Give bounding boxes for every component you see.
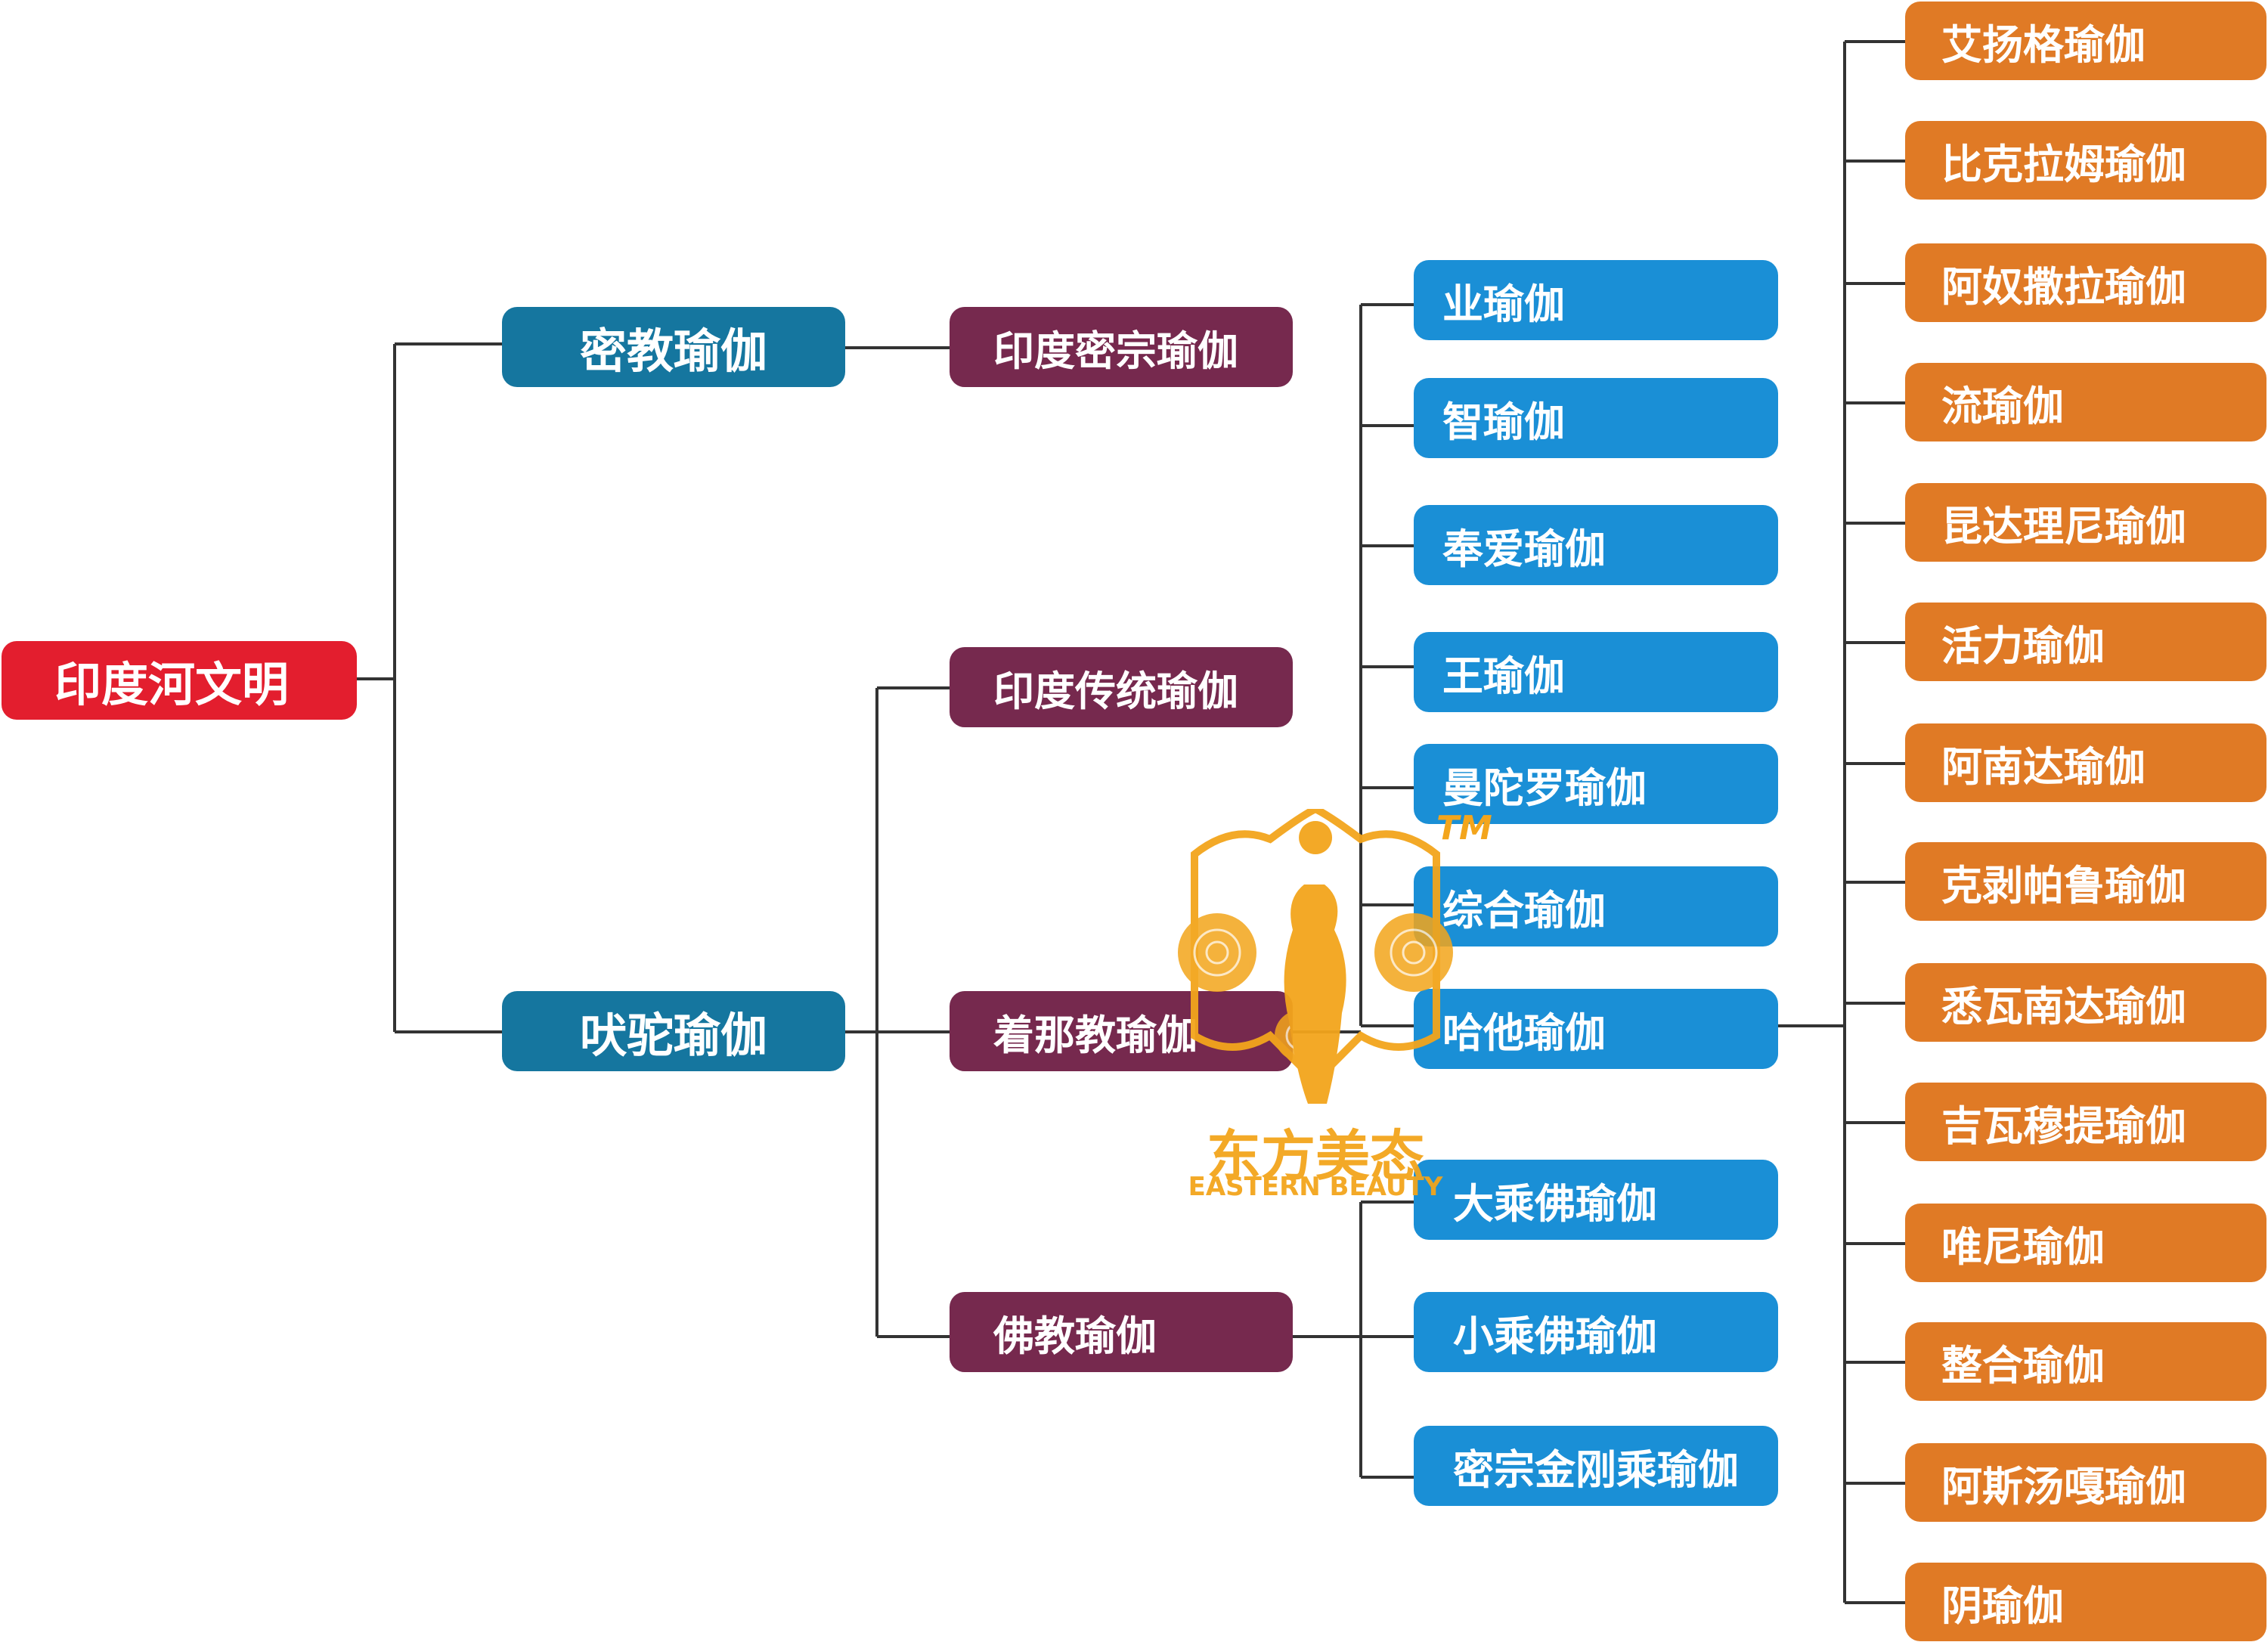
node-viniyoga: 唯尼瑜伽: [1905, 1204, 2266, 1282]
node-ananda-yoga: 阿南达瑜伽: [1905, 723, 2266, 802]
node-iyengar-yoga: 艾扬格瑜伽: [1905, 2, 2266, 80]
node-yin-yoga: 阴瑜伽: [1905, 1563, 2266, 1641]
node-sivananda-yoga: 悉瓦南达瑜伽: [1905, 963, 2266, 1042]
node-kripalu-yoga: 克剥帕鲁瑜伽: [1905, 842, 2266, 921]
node-jivamukti-yoga: 吉瓦穆提瑜伽: [1905, 1083, 2266, 1161]
node-kundalini-yoga: 昆达理尼瑜伽: [1905, 483, 2266, 562]
logo-name-en: EASTERN BEAUTY: [1188, 1172, 1443, 1202]
node-karma-yoga: 业瑜伽: [1414, 260, 1778, 340]
node-jnana-yoga: 智瑜伽: [1414, 378, 1778, 458]
eastern-beauty-logo: 东方美态 EASTERN BEAUTY: [1149, 804, 1482, 1210]
node-flow-yoga: 流瑜伽: [1905, 363, 2266, 441]
node-mantra-yoga: 曼陀罗瑜伽: [1414, 744, 1778, 824]
node-anusara-yoga: 阿奴撒拉瑜伽: [1905, 243, 2266, 322]
node-integrative-yoga: 整合瑜伽: [1905, 1322, 2266, 1401]
node-ashtanga-yoga: 阿斯汤嘎瑜伽: [1905, 1443, 2266, 1522]
node-jain-yoga: 着那教瑜伽: [950, 991, 1293, 1071]
node-power-yoga: 活力瑜伽: [1905, 603, 2266, 681]
node-indian-traditional-yoga: 印度传统瑜伽: [950, 647, 1293, 727]
node-bikram-yoga: 比克拉姆瑜伽: [1905, 121, 2266, 200]
node-indian-tantric-yoga: 印度密宗瑜伽: [950, 307, 1293, 387]
qipao-lady-peony-logo-icon: [1178, 804, 1453, 1104]
node-hinayana-yoga: 小乘佛瑜伽: [1414, 1292, 1778, 1372]
node-raja-yoga: 王瑜伽: [1414, 632, 1778, 712]
logo-trademark: TM: [1436, 809, 1492, 847]
node-vedic-yoga: 吠驼瑜伽: [502, 991, 845, 1071]
node-bhakti-yoga: 奉爱瑜伽: [1414, 505, 1778, 585]
node-hatha-yoga: 哈他瑜伽: [1414, 989, 1778, 1069]
node-buddhist-yoga: 佛教瑜伽: [950, 1292, 1293, 1372]
logo-name-cn: 东方美态: [1206, 1124, 1424, 1188]
node-integral-yoga: 综合瑜伽: [1414, 866, 1778, 946]
node-mahayana-yoga: 大乘佛瑜伽: [1414, 1160, 1778, 1240]
node-tantra-yoga: 密教瑜伽: [502, 307, 845, 387]
node-root: 印度河文明: [2, 641, 357, 720]
node-vajrayana-yoga: 密宗金刚乘瑜伽: [1414, 1426, 1778, 1506]
